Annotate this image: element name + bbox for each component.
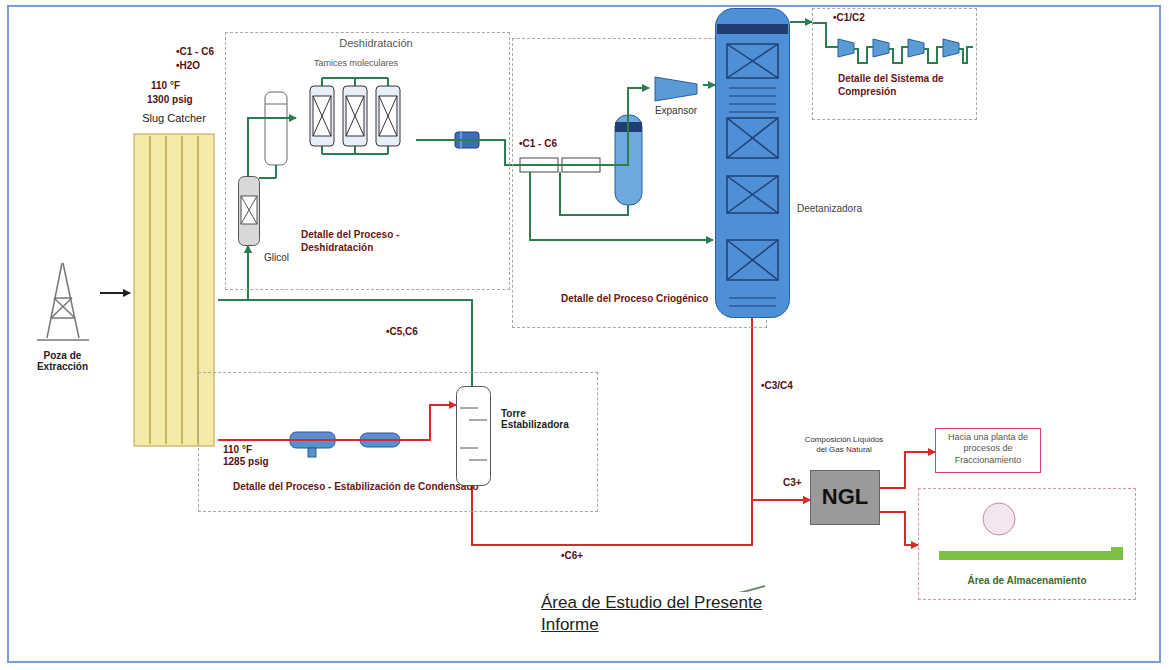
process-region: DeshidrataciónDetalle del Proceso - Desh… — [225, 32, 510, 290]
node-label: Detalle del Proceso - Estabilización de … — [233, 481, 493, 494]
stream-label: •H2O — [175, 60, 201, 71]
flow-line — [703, 84, 715, 86]
node-label: Expansor — [649, 105, 703, 116]
molecular-sieves — [310, 78, 400, 154]
stream-label: •C5,C6 — [385, 326, 419, 337]
stabilizer-tower — [457, 387, 491, 486]
ngl-box: Composición Líquidos del Gas NaturalNGL — [810, 470, 880, 525]
node-label: Slug Catcher — [120, 112, 228, 124]
well-icon: Poza de Extracción — [25, 258, 100, 393]
compressor-train — [813, 23, 973, 63]
stream-label: 1285 psig — [222, 456, 270, 467]
deethanizer-column: Deetanizadora — [715, 8, 790, 318]
stream-label: •C1/C2 — [832, 12, 866, 23]
node-label: Hacia una planta de procesos de Fraccion… — [939, 432, 1037, 466]
node-label: Deshidratación — [311, 37, 441, 49]
flow-line — [472, 486, 810, 545]
stream-label: •C1 - C6 — [175, 46, 215, 57]
node-label: Detalle del Sistema de Compresión — [838, 73, 968, 98]
frame — [8, 6, 1160, 662]
destination-box: Hacia una planta de procesos de Fraccion… — [935, 428, 1041, 473]
shape-drawing — [25, 258, 100, 393]
storage-icons — [939, 503, 1123, 560]
node-label: Composición Líquidos del Gas Natural — [799, 435, 889, 454]
glycol-contactor: Glicol — [238, 176, 260, 246]
shape-drawing — [715, 8, 790, 318]
stream-label: 110 °F — [150, 80, 181, 91]
flow-line — [248, 246, 472, 386]
stabilization-equipment — [290, 432, 400, 457]
node-label: Deetanizadora — [797, 203, 862, 214]
recycle-lines — [530, 172, 713, 240]
flow-line — [416, 88, 649, 165]
stream-label: 1300 psig — [146, 94, 194, 105]
node-label: Detalle del Proceso - Deshidratación — [301, 229, 471, 254]
derrick-icon — [37, 263, 89, 340]
node-label: Poza de Extracción — [25, 350, 100, 372]
flow-line — [880, 452, 935, 488]
expander: Expansor — [649, 73, 703, 121]
flow-line — [752, 318, 810, 500]
node-label: Torre Estabilizadora — [501, 408, 581, 430]
stream-label: C3+ — [782, 477, 803, 488]
storage-area: Área de Almacenamiento — [918, 488, 1136, 600]
slug-catcher-tubes — [134, 134, 214, 446]
shape-drawing — [296, 56, 416, 166]
flow-line — [218, 246, 248, 300]
node-label: Tamices moleculares — [296, 58, 416, 68]
stream-label: •C1 - C6 — [518, 138, 558, 149]
regenerator-vessel — [259, 92, 287, 178]
process-region: Detalle del Proceso - Estabilización de … — [198, 372, 598, 512]
node-label: Detalle del Proceso Criogénico — [561, 293, 711, 306]
stream-label: 110 °F — [222, 444, 253, 455]
shape-drawing — [238, 176, 260, 246]
flow-line — [218, 405, 456, 440]
flow-line — [248, 118, 296, 176]
flow-line — [880, 512, 918, 545]
molecular-sieves: Tamices moleculares — [296, 56, 416, 166]
slug-catcher: Slug Catcher — [130, 128, 218, 450]
node-label: NGL — [811, 484, 879, 510]
glycol-contactor — [239, 177, 260, 246]
process-region: Detalle del Sistema de Compresión — [812, 8, 977, 120]
node-label: Área de Almacenamiento — [919, 575, 1135, 586]
flow-line — [790, 21, 812, 23]
flow-line — [100, 292, 130, 294]
shape-drawing — [456, 386, 491, 486]
stream-label: •C6+ — [560, 550, 584, 561]
stabilizer-tower: Torre Estabilizadora — [456, 386, 491, 486]
expander-symbol — [655, 77, 697, 101]
shape-drawing — [130, 128, 218, 450]
shape-drawing — [813, 9, 976, 119]
node-label: Glicol — [264, 252, 289, 263]
study-area-note: Área de Estudio del Presente Informe — [540, 592, 772, 636]
stream-label: •C3/C4 — [760, 380, 794, 391]
column-shell — [716, 9, 790, 318]
